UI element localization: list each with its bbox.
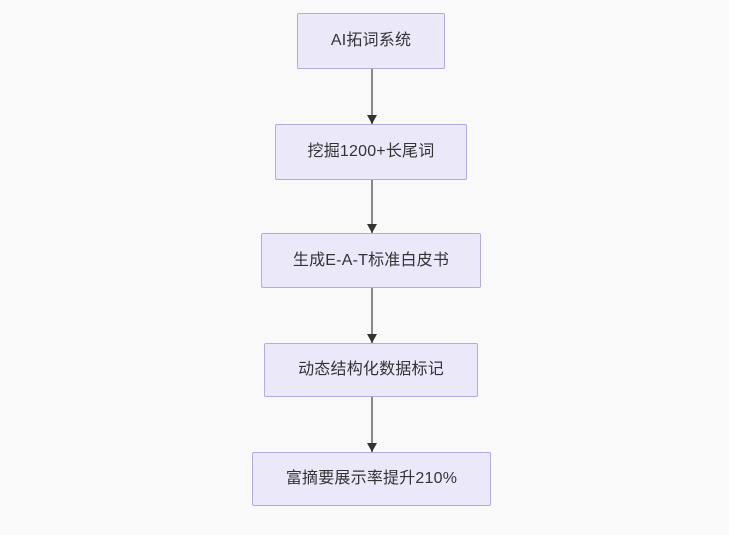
flow-node-mine-longtail-keywords[interactable]: 挖掘1200+长尾词 xyxy=(275,124,467,180)
flow-node-label: 生成E-A-T标准白皮书 xyxy=(292,251,450,269)
flow-node-ai-keyword-system[interactable]: AI拓词系统 xyxy=(297,13,445,69)
flow-node-dynamic-structured-data-markup[interactable]: 动态结构化数据标记 xyxy=(264,343,478,397)
flow-edge-n1-n2 xyxy=(367,69,377,124)
flow-node-generate-eat-whitepaper[interactable]: 生成E-A-T标准白皮书 xyxy=(261,233,481,288)
flow-node-rich-snippet-rate-increase[interactable]: 富摘要展示率提升210% xyxy=(252,452,491,506)
flow-node-label: 富摘要展示率提升210% xyxy=(285,470,458,487)
edge-line xyxy=(371,397,373,452)
edge-line xyxy=(371,69,373,124)
edge-line xyxy=(371,180,373,233)
flow-edge-n4-n5 xyxy=(367,397,377,452)
arrowhead-down-icon xyxy=(367,115,377,124)
flow-edge-n2-n3 xyxy=(367,180,377,233)
arrowhead-down-icon xyxy=(367,334,377,343)
edge-line xyxy=(371,288,373,343)
flow-node-label: 挖掘1200+长尾词 xyxy=(307,143,435,160)
arrowhead-down-icon xyxy=(367,224,377,233)
arrowhead-down-icon xyxy=(367,443,377,452)
flow-node-label: AI拓词系统 xyxy=(330,32,412,49)
flow-node-label: 动态结构化数据标记 xyxy=(298,361,444,378)
flow-edge-n3-n4 xyxy=(367,288,377,343)
